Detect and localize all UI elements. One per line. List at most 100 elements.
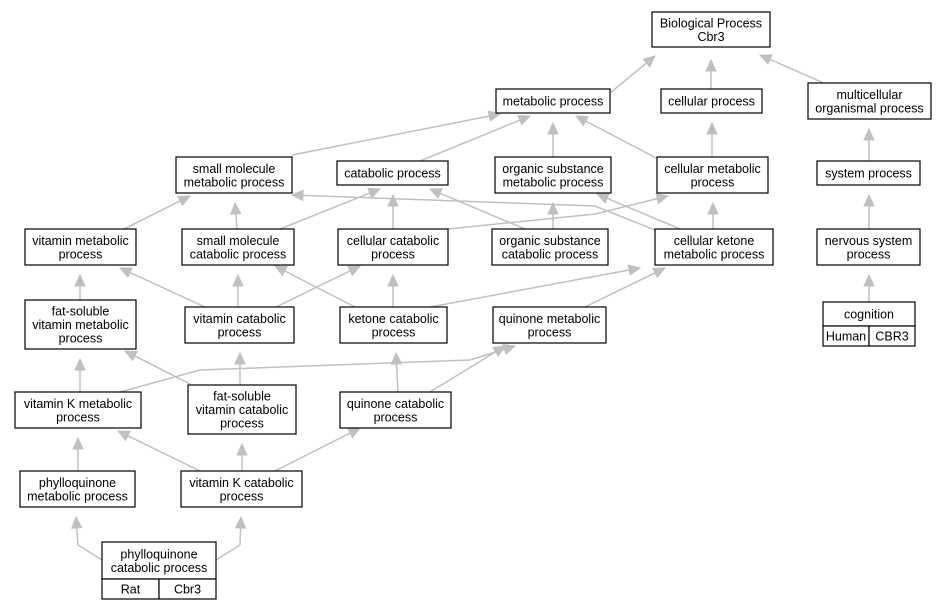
node-label-line: catabolic process bbox=[111, 561, 208, 575]
node-catp[interactable]: catabolic process bbox=[336, 160, 449, 186]
node-cp[interactable]: cellular process bbox=[660, 88, 763, 114]
node-box bbox=[24, 299, 137, 350]
edge-pcp-to-vkcp bbox=[215, 515, 247, 561]
edge-ckmp-to-smmp bbox=[290, 189, 661, 233]
edge-fsvcp-to-fsvmp bbox=[123, 350, 191, 385]
node-box bbox=[339, 306, 448, 344]
node-label-line: vitamin catabolic bbox=[193, 312, 285, 326]
edge-ccp-to-cmp bbox=[447, 193, 670, 230]
node-box bbox=[181, 228, 295, 266]
node-box bbox=[494, 156, 612, 194]
edge-ccp-to-catp bbox=[387, 193, 399, 229]
node-box bbox=[495, 88, 611, 114]
node-box bbox=[822, 301, 916, 327]
node-mp[interactable]: metabolic process bbox=[495, 88, 611, 114]
node-label-line: cellular metabolic bbox=[664, 162, 761, 176]
node-sp[interactable]: system process bbox=[816, 160, 921, 186]
edge-kcp-to-smcp bbox=[273, 265, 356, 308]
node-label-line: phylloquinone bbox=[39, 476, 116, 490]
node-box bbox=[175, 156, 293, 194]
node-label-line: organismal process bbox=[815, 101, 923, 115]
node-box bbox=[816, 160, 921, 186]
edge-oscp-to-osmp bbox=[547, 201, 559, 229]
node-box bbox=[14, 391, 142, 429]
annotation-tag: Cbr3 bbox=[158, 578, 217, 600]
node-label-line: process bbox=[372, 325, 416, 339]
annotation-tag: Human bbox=[822, 325, 870, 347]
node-label-line: cellular ketone bbox=[674, 234, 755, 248]
node-label-line: organic substance bbox=[499, 234, 601, 248]
edge-qcp-to-kcp bbox=[390, 351, 403, 393]
edge-cmp-to-mp bbox=[574, 115, 661, 161]
node-label-line: ketone catabolic bbox=[348, 312, 438, 326]
edge-mcop-to-bp bbox=[758, 54, 827, 85]
node-label-line: process bbox=[371, 247, 415, 261]
node-box bbox=[816, 228, 921, 266]
edge-oscp-to-catp bbox=[428, 188, 526, 230]
edge-vkcp-to-fsvcp bbox=[236, 442, 248, 471]
node-label-line: small molecule bbox=[197, 234, 280, 248]
edge-cmp-to-cp bbox=[706, 121, 718, 157]
node-box bbox=[337, 228, 449, 266]
node-box bbox=[180, 470, 303, 508]
node-label-line: process bbox=[59, 332, 103, 346]
node-label-line: multicellular bbox=[837, 88, 903, 102]
node-box bbox=[101, 541, 217, 580]
edge-fsvmp-to-vmp bbox=[74, 273, 86, 300]
node-label-line: process bbox=[59, 247, 103, 261]
node-box bbox=[184, 306, 295, 344]
edge-layer bbox=[71, 54, 875, 561]
node-box bbox=[492, 306, 607, 344]
edge-osmp-to-mp bbox=[547, 121, 559, 157]
edge-vkmp-to-qmp bbox=[119, 343, 517, 393]
edge-fsvcp-to-vcp bbox=[234, 351, 246, 385]
node-label-line: Cbr3 bbox=[697, 30, 724, 44]
node-label-line: metabolic process bbox=[503, 95, 604, 109]
node-label-line: vitamin metabolic bbox=[32, 318, 129, 332]
annotation-tag: CBR3 bbox=[868, 325, 916, 347]
node-label-line: cellular process bbox=[668, 95, 755, 109]
node-label-line: process bbox=[218, 325, 262, 339]
node-box bbox=[491, 228, 609, 266]
node-label-line: process bbox=[56, 410, 100, 424]
node-box bbox=[651, 11, 771, 48]
edge-qmp-to-ckmp bbox=[584, 267, 667, 308]
annotation-tag-label: Human bbox=[826, 330, 866, 344]
edge-vkmp-to-fsvmp bbox=[74, 357, 86, 392]
annotation-tag-label: Rat bbox=[121, 583, 141, 597]
edge-kcp-to-ccp bbox=[387, 273, 399, 307]
annotation-tag-label: Cbr3 bbox=[174, 583, 201, 597]
node-box bbox=[654, 228, 774, 266]
node-label-line: Biological Process bbox=[660, 16, 762, 30]
edge-catp-to-mp bbox=[419, 115, 532, 162]
node-label-line: fat-soluble bbox=[52, 305, 110, 319]
edge-nsp-to-sp bbox=[863, 193, 875, 229]
edge-vcp-to-vmp bbox=[118, 267, 206, 308]
annotation-tag-label: CBR3 bbox=[875, 330, 908, 344]
node-label-line: metabolic process bbox=[503, 175, 604, 189]
